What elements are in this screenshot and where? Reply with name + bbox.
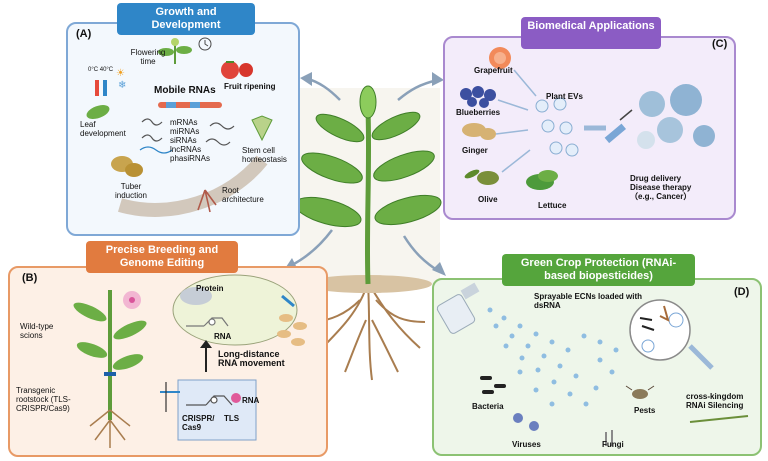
rna-structures — [139, 118, 235, 154]
leaves — [294, 85, 442, 228]
panel-c-title: Biomedical Applications — [521, 17, 661, 49]
label-rna-bottom: RNA — [242, 396, 260, 405]
flowering-plant-icon — [158, 38, 192, 64]
tomato-icon — [221, 61, 253, 79]
movement-arrowhead — [200, 340, 212, 348]
potato-icon — [111, 156, 143, 177]
label-blueberries: Blueberries — [456, 108, 501, 117]
label-protein: Protein — [196, 284, 224, 293]
panel-c-tag: (C) — [712, 38, 728, 50]
grafted-plant — [73, 290, 147, 448]
thermometer-icon — [95, 80, 107, 96]
rna-delivery-arrow — [281, 294, 295, 308]
sun-icon: ☀ — [116, 68, 125, 79]
label-lettuce: Lettuce — [538, 201, 567, 210]
bacteria-icon — [480, 376, 506, 394]
label-viruses: Viruses — [512, 440, 541, 449]
label-drug-delivery: Drug delivery Disease therapy （e.g., Can… — [630, 174, 692, 201]
seed-cluster — [277, 314, 307, 346]
stem — [364, 109, 372, 285]
label-cross-kingdom: cross-kingdom RNAi Silencing — [686, 392, 744, 410]
label-temperature: 0°C 40°C — [88, 67, 114, 73]
nanocarrier-inset — [639, 305, 684, 353]
label-rna-top: RNA — [214, 332, 232, 341]
label-sprayable-ecns: Sprayable ECNs loaded with dsRNA — [534, 292, 643, 310]
label-fruit-ripening: Fruit ripening — [224, 82, 276, 91]
leaf-blade — [689, 415, 749, 423]
snowflake-icon: ❄ — [118, 80, 126, 91]
label-wild-type-scions: Wild-type scions — [20, 322, 54, 340]
ginger-icon — [462, 123, 496, 140]
cancer-cell-cluster — [637, 84, 715, 149]
label-ginger: Ginger — [462, 146, 488, 155]
pest-icon — [625, 385, 655, 399]
virus-icon — [513, 413, 539, 431]
label-transgenic-rootstock: Transgenic rootstock (TLS-CRISPR/Cas9) — [16, 386, 71, 413]
blueberries-icon — [460, 86, 496, 108]
label-root-architecture: Root architecture — [222, 186, 264, 204]
panel-a-title: Growth and Development — [117, 3, 255, 35]
panel-a-tag: (A) — [76, 28, 92, 40]
label-stem-cell: Stem cell homeostasis — [242, 146, 287, 164]
label-pests: Pests — [634, 406, 656, 415]
fungi-icon — [605, 430, 613, 446]
syringe-icon — [604, 109, 633, 144]
protein-icon — [180, 287, 212, 305]
olive-icon — [464, 169, 499, 185]
label-tls: TLS — [224, 414, 240, 423]
panel-green-crop-protection — [432, 278, 762, 456]
spray-bottle-icon — [436, 282, 480, 334]
rna-bead-icon — [158, 102, 222, 108]
root-icon — [197, 189, 217, 213]
panel-b-tag: (B) — [22, 272, 38, 284]
label-long-distance: Long-distance RNA movement — [218, 349, 285, 368]
label-grapefruit: Grapefruit — [474, 66, 513, 75]
label-plant-evs: Plant EVs — [546, 92, 583, 101]
lettuce-icon — [526, 170, 558, 190]
label-crispr-cas9: CRISPR/ Cas9 — [182, 414, 215, 432]
source-arrows — [495, 69, 537, 173]
label-flowering-time: Flowering time — [130, 48, 166, 66]
label-rna-types: mRNAs miRNAs siRNAs lncRNAs phasiRNAs — [170, 118, 211, 163]
grapefruit-icon — [489, 47, 511, 69]
zoom-circle — [629, 299, 691, 361]
panel-d-tag: (D) — [734, 286, 750, 298]
silencing-arrow — [688, 344, 714, 370]
panel-b-title: Precise Breeding and Genome Editing — [86, 241, 238, 273]
plant-ev-vesicles — [535, 97, 579, 157]
spray-droplets — [487, 307, 619, 407]
label-tuber-induction: Tuber induction — [114, 182, 148, 200]
label-olive: Olive — [478, 195, 498, 204]
cell-box — [177, 379, 257, 441]
label-mobile-rnas: Mobile RNAs — [154, 85, 216, 96]
label-leaf-development: Leaf development — [80, 120, 126, 138]
stem-cell-icon — [251, 115, 273, 142]
growth-arc — [117, 155, 268, 217]
label-fungi: Fungi — [602, 440, 624, 449]
rna-hairpin-bottom — [186, 395, 233, 406]
rna-hairpin-top — [186, 317, 229, 327]
tls-marker — [231, 393, 241, 403]
panel-d-title: Green Crop Protection (RNAi-based biopes… — [502, 254, 695, 286]
label-bacteria: Bacteria — [472, 402, 504, 411]
clock-icon — [198, 37, 212, 51]
leaf-icon — [86, 105, 110, 119]
